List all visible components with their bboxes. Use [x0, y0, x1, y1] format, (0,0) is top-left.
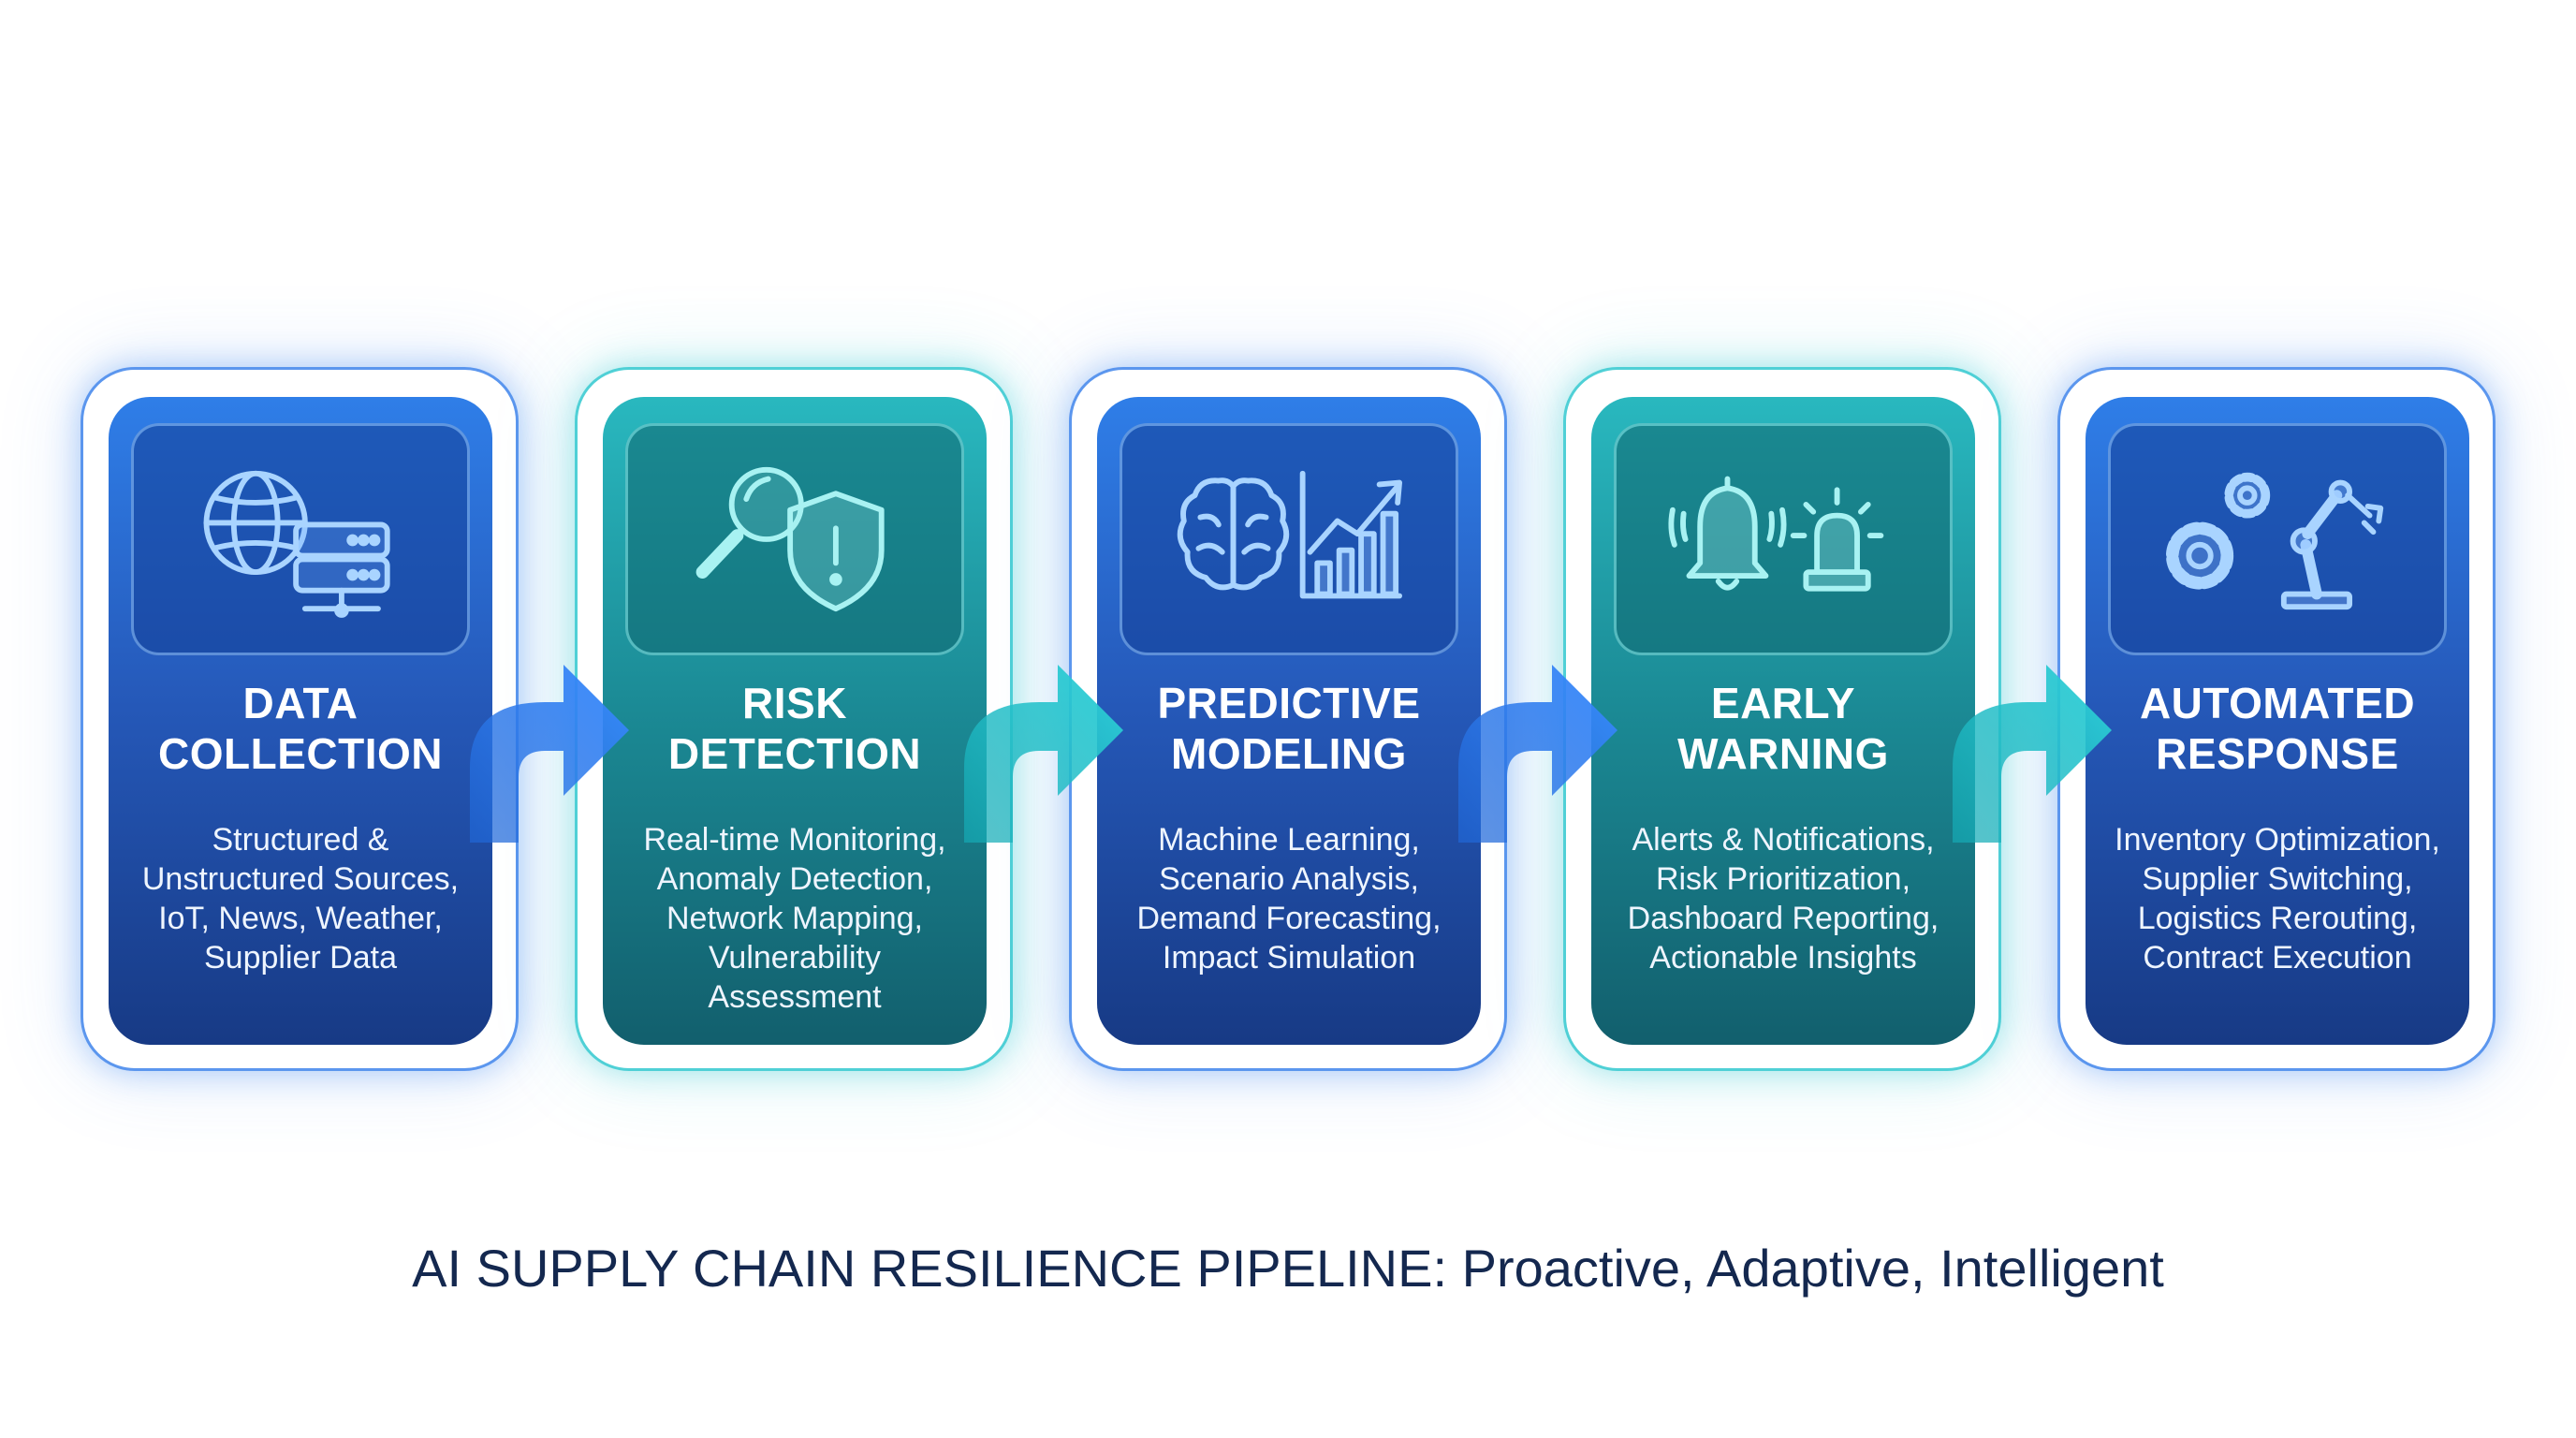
stage-desc-line: Anomaly Detection, [656, 861, 933, 897]
brain-icon [1177, 477, 1290, 591]
stage-title-line: MODELING [1171, 729, 1407, 778]
stage-desc-line: Risk Prioritization, [1655, 861, 1911, 897]
stage-desc-line: Supplier Data [203, 940, 397, 976]
flow-arrow-icon [1458, 665, 1617, 843]
stage-desc-line: Vulnerability [709, 940, 881, 976]
diagram-caption: AI SUPPLY CHAIN RESILIENCE PIPELINE: Pro… [412, 1239, 2164, 1298]
stage-card-early-warning: EARLY WARNING Alerts & Notifications, Ri… [1591, 397, 1975, 1045]
stage-desc-line: Network Mapping, [666, 901, 923, 936]
stage-desc-line: IoT, News, Weather, [158, 901, 443, 936]
flow-arrow-icon [1953, 665, 2112, 843]
stage-desc-line: Inventory Optimization, [2115, 822, 2440, 858]
stage-title-line: PREDICTIVE [1157, 679, 1421, 727]
stage-card-data-collection: DATA COLLECTION Structured & Unstructure… [109, 397, 492, 1045]
stage-4-icon-panel [1614, 423, 1953, 655]
gears-icon [2165, 472, 2271, 590]
siren-icon [1790, 487, 1884, 592]
stage-title-line: RESPONSE [2156, 729, 2399, 778]
stage-desc-line: Contract Execution [2143, 940, 2412, 976]
stage-title-line: DETECTION [667, 729, 922, 778]
stage-desc-line: Dashboard Reporting, [1627, 901, 1939, 936]
stage-card-automated-response: AUTOMATED RESPONSE Inventory Optimizatio… [2086, 397, 2469, 1045]
magnifier-icon [695, 466, 804, 579]
stage-title-line: COLLECTION [158, 729, 443, 778]
bell-icon [1668, 476, 1787, 591]
stage-desc-line: Real-time Monitoring, [643, 822, 946, 858]
stage-title: PREDICTIVE MODELING [1097, 678, 1481, 779]
trend-chart-icon [1299, 470, 1402, 599]
stage-1-icon-panel [131, 423, 470, 655]
stage-title: DATA COLLECTION [109, 678, 492, 779]
shield-alert-icon [787, 491, 885, 612]
stage-desc-line: Alerts & Notifications, [1632, 822, 1935, 858]
stage-desc-line: Unstructured Sources, [141, 861, 460, 897]
flow-arrow-icon [964, 665, 1123, 843]
stage-description: Real-time Monitoring, Anomaly Detection,… [603, 820, 987, 1017]
stage-title: AUTOMATED RESPONSE [2086, 678, 2469, 779]
globe-icon [203, 470, 308, 576]
stage-title: RISK DETECTION [603, 678, 987, 779]
stage-title-line: WARNING [1677, 729, 1889, 778]
stage-2-icon-panel [625, 423, 964, 655]
stage-5-icon-panel [2108, 423, 2447, 655]
stage-3-icon-panel [1120, 423, 1458, 655]
stage-card-risk-detection: RISK DETECTION Real-time Monitoring, Ano… [603, 397, 987, 1045]
stage-description: Inventory Optimization, Supplier Switchi… [2086, 820, 2469, 977]
server-icon [293, 521, 390, 618]
stage-description: Alerts & Notifications, Risk Prioritizat… [1591, 820, 1975, 977]
stage-title: EARLY WARNING [1591, 678, 1975, 779]
stage-desc-line: Logistics Rerouting, [2137, 901, 2418, 936]
stage-desc-line: Assessment [708, 979, 882, 1015]
stage-desc-line: Supplier Switching, [2142, 861, 2413, 897]
stage-title-line: DATA [242, 679, 359, 727]
flow-arrow-icon [470, 665, 629, 843]
stage-desc-line: Impact Simulation [1162, 940, 1416, 976]
stage-title-line: AUTOMATED [2139, 679, 2416, 727]
stage-card-predictive-modeling: PREDICTIVE MODELING Machine Learning, Sc… [1097, 397, 1481, 1045]
stage-description: Structured & Unstructured Sources, IoT, … [109, 820, 492, 977]
stage-desc-line: Actionable Insights [1649, 940, 1917, 976]
stage-description: Machine Learning, Scenario Analysis, Dem… [1097, 820, 1481, 977]
stage-title-line: EARLY [1710, 679, 1856, 727]
stage-desc-line: Machine Learning, [1158, 822, 1420, 858]
stage-desc-line: Scenario Analysis, [1159, 861, 1419, 897]
stage-desc-line: Demand Forecasting, [1136, 901, 1442, 936]
stage-title-line: RISK [742, 679, 847, 727]
robot-arm-icon [2280, 479, 2384, 610]
stage-desc-line: Structured & [212, 822, 389, 858]
